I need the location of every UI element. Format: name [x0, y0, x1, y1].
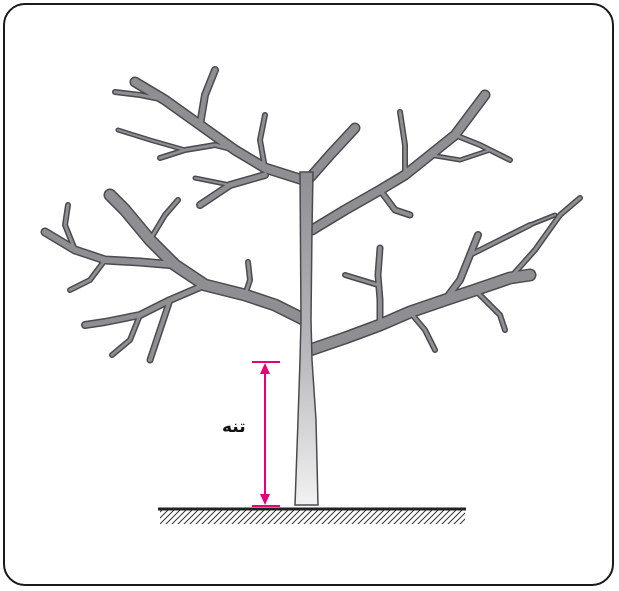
trunk-label: تنه — [222, 417, 246, 437]
trunk-height-marker — [252, 361, 280, 507]
tree-trunk — [294, 171, 319, 506]
tree-branches — [40, 66, 583, 364]
ground — [158, 507, 466, 524]
